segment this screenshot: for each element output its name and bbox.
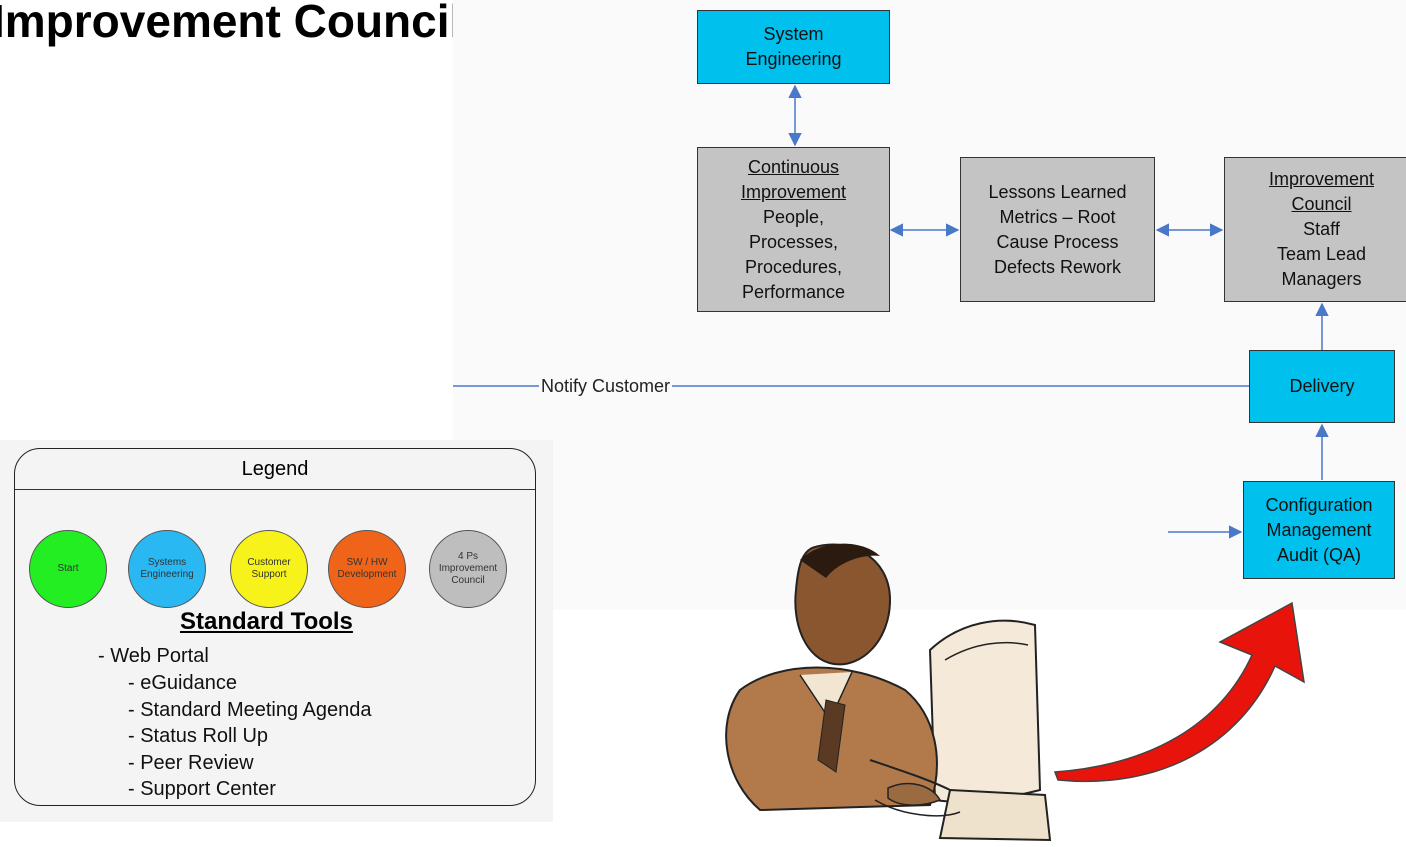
improvement-council-line: Managers: [1281, 269, 1362, 289]
improvement-council-line: Team Lead: [1276, 244, 1367, 264]
continuous-improvement-line: Performance: [741, 281, 846, 302]
person-at-computer-clipart: [725, 543, 1305, 842]
lessons-learned-line: Cause Process: [996, 231, 1119, 252]
tool-item: - Peer Review: [128, 752, 254, 774]
page-title: Improvement Council: [0, 0, 463, 47]
tool-item: - Web Portal: [98, 645, 209, 667]
lessons-learned-line: Metrics – Root: [999, 206, 1116, 227]
tool-item: - Status Roll Up: [128, 725, 269, 747]
continuous-improvement-line: People,: [762, 206, 825, 227]
legend-heading: Legend: [15, 449, 535, 490]
legend-circle-sw-hw-development: SW / HW Development: [328, 530, 406, 608]
red-curved-arrow-icon: [1053, 601, 1305, 783]
improvement-council-line: Staff: [1303, 219, 1340, 239]
continuous-improvement-line: Procedures,: [744, 256, 843, 277]
legend-circle-label: SW / HW Development: [337, 557, 397, 580]
configuration-management-box: Configuration Management Audit (QA): [1243, 481, 1395, 579]
legend-circle-label: 4 Ps Improvement Council: [438, 551, 498, 586]
continuous-improvement-line: Processes,: [748, 231, 839, 252]
configuration-management-line: Audit (QA): [1276, 544, 1362, 565]
improvement-council-heading: Improvement Council: [1268, 169, 1375, 214]
person-icon: [725, 543, 961, 817]
legend-circle-label: Customer Support: [247, 557, 291, 580]
legend-circle-start: Start: [29, 530, 107, 608]
configuration-management-line: Management: [1266, 519, 1372, 540]
system-engineering-box: System Engineering: [697, 10, 890, 84]
legend-circle-systems-engineering: Systems Engineering: [128, 530, 206, 608]
standard-tools-title: Standard Tools: [180, 608, 353, 635]
legend-circle-label: Systems Engineering: [140, 557, 194, 580]
configuration-management-line: Configuration: [1265, 494, 1373, 515]
legend-circle-customer-support: Customer Support: [230, 530, 308, 608]
legend-circle-improvement-council: 4 Ps Improvement Council: [429, 530, 507, 608]
legend-box: Legend: [14, 448, 536, 806]
tool-item: - Support Center: [128, 778, 276, 800]
notify-customer-label: Notify Customer: [539, 374, 673, 398]
system-engineering-label: System Engineering: [745, 24, 842, 69]
continuous-improvement-box: Continuous Improvement People, Processes…: [697, 147, 890, 312]
computer-monitor-icon: [928, 619, 1052, 842]
tool-item: - Standard Meeting Agenda: [128, 699, 372, 721]
tool-item: - eGuidance: [128, 672, 237, 694]
continuous-improvement-heading: Continuous Improvement: [740, 156, 847, 202]
delivery-box: Delivery: [1249, 350, 1395, 423]
lessons-learned-box: Lessons Learned Metrics – Root Cause Pro…: [960, 157, 1155, 302]
lessons-learned-line: Defects Rework: [993, 256, 1122, 277]
lessons-learned-line: Lessons Learned: [988, 181, 1127, 202]
delivery-label: Delivery: [1289, 376, 1355, 396]
legend-circle-label: Start: [57, 563, 79, 574]
improvement-council-box: Improvement Council Staff Team Lead Mana…: [1224, 157, 1406, 302]
